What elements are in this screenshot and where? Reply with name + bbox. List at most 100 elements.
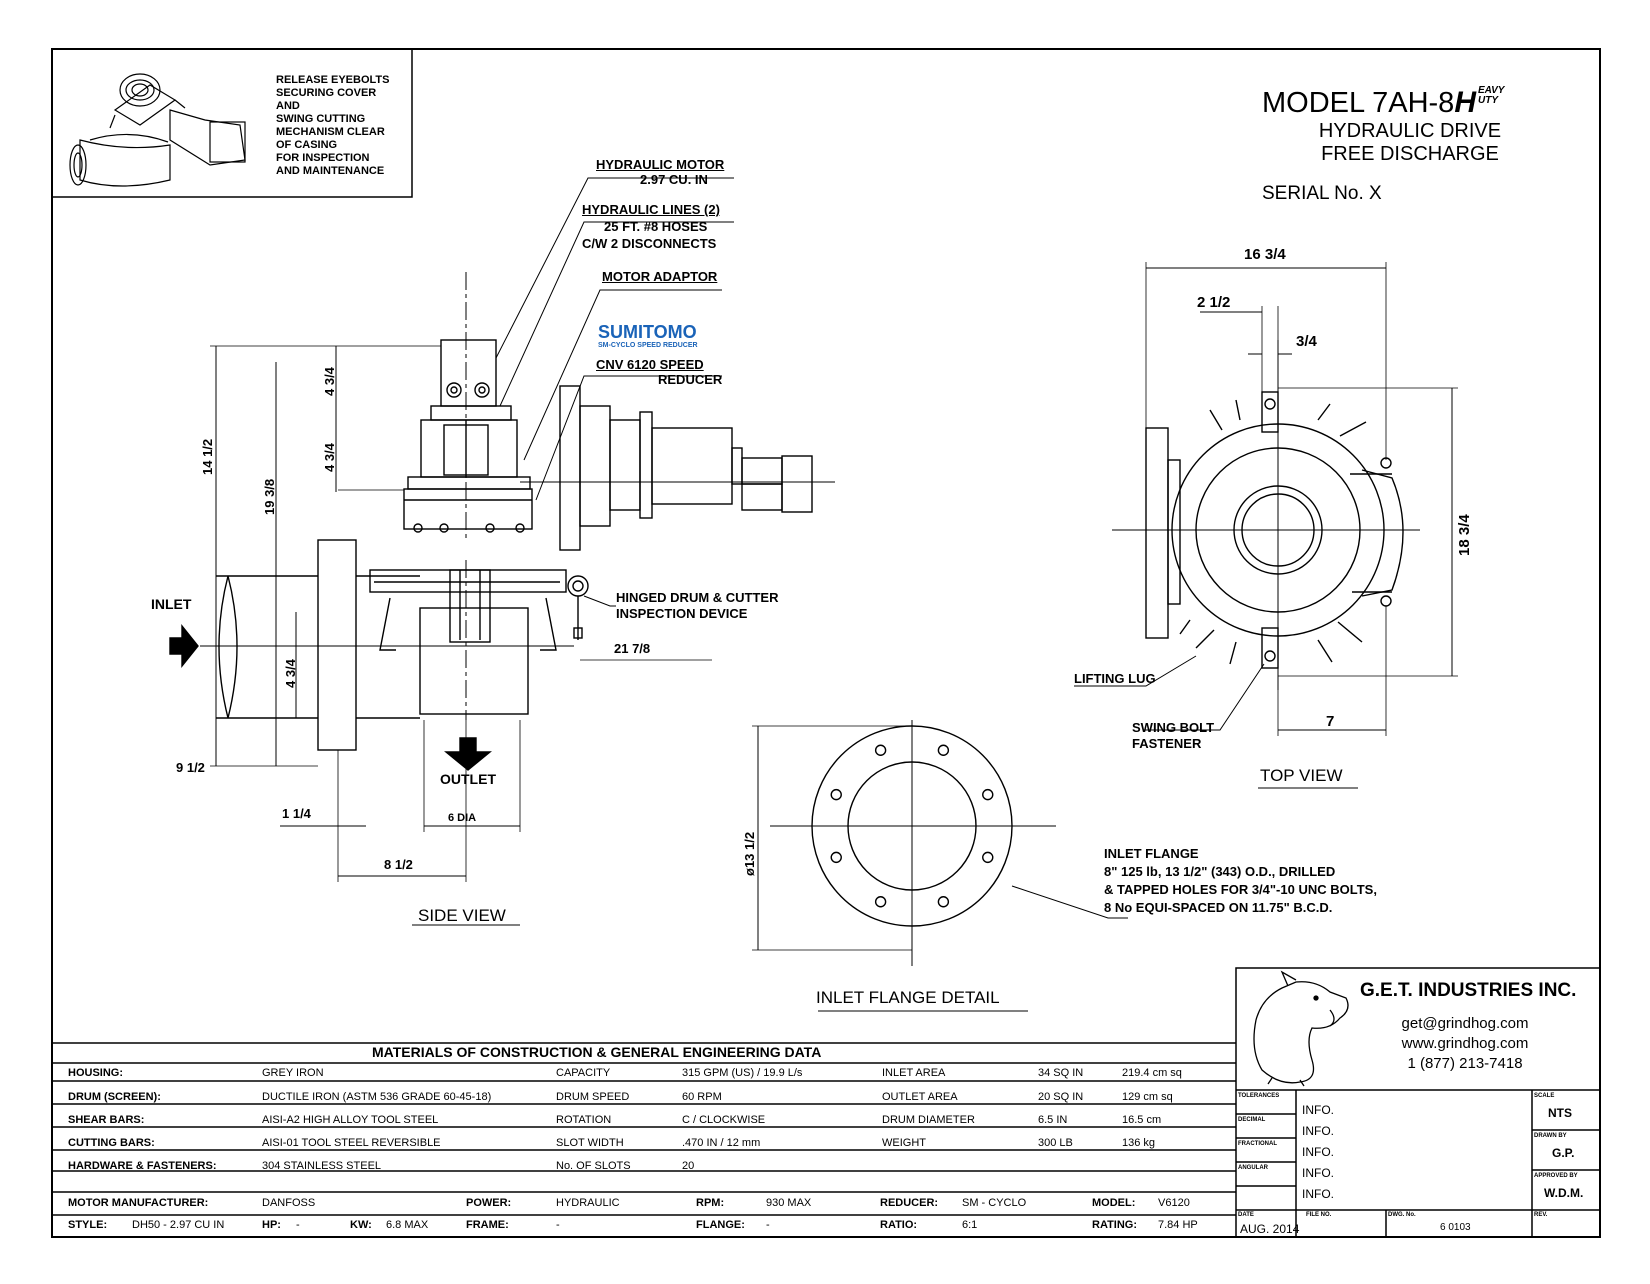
- swing-bolt-label: SWING BOLT: [1132, 720, 1215, 735]
- tolerances-label: TOLERANCES: [1238, 1093, 1280, 1099]
- note-line: RELEASE EYEBOLTS: [276, 74, 390, 86]
- materials-cell-q-v2: 136 kg: [1122, 1137, 1156, 1149]
- hinged-drum-label: HINGED DRUM & CUTTER: [616, 590, 779, 605]
- flange: -: [766, 1219, 770, 1231]
- bolt-hole: [830, 788, 842, 801]
- inlet-flange-drawing: [752, 720, 1128, 1012]
- model-label: MODEL:: [1092, 1197, 1136, 1209]
- lifting-lug-label: LIFTING LUG: [1074, 671, 1156, 686]
- materials-cell-q-v2: 219.4 cm sq: [1122, 1067, 1182, 1079]
- materials-cell-label: CUTTING BARS:: [68, 1137, 155, 1149]
- materials-cell-value: 304 STAINLESS STEEL: [262, 1160, 382, 1172]
- scale-label: SCALE: [1534, 1093, 1555, 1099]
- date-label: DATE: [1238, 1212, 1254, 1218]
- side-view-drawing: [169, 177, 835, 926]
- company-website[interactable]: www.grindhog.com: [1401, 1035, 1529, 1052]
- company-phone: 1 (877) 213-7418: [1407, 1055, 1523, 1072]
- materials-cell-q-label: INLET AREA: [882, 1067, 946, 1079]
- outlet-label: OUTLET: [440, 771, 496, 787]
- angular-label: ANGULAR: [1238, 1165, 1268, 1171]
- flange-label: FLANGE:: [696, 1219, 745, 1231]
- bolt-hole: [937, 896, 950, 908]
- flange-note-1: INLET FLANGE: [1104, 846, 1199, 861]
- company-email[interactable]: get@grindhog.com: [1401, 1015, 1529, 1032]
- materials-cell-p-value: 60 RPM: [682, 1091, 722, 1103]
- materials-cell-value: DUCTILE IRON (ASTM 536 GRADE 60-45-18): [262, 1091, 492, 1103]
- hd-mark: H: [1454, 86, 1476, 119]
- power: HYDRAULIC: [556, 1197, 620, 1209]
- materials-cell-q-v1: 6.5 IN: [1038, 1114, 1068, 1126]
- dim-19-38: 19 3/8: [262, 478, 277, 515]
- materials-cell-value: GREY IRON: [262, 1067, 324, 1079]
- outlet-arrow: [444, 737, 492, 771]
- materials-cell-p-label: No. OF SLOTS: [556, 1160, 631, 1172]
- reducer-type-label: REDUCER:: [880, 1197, 939, 1209]
- inlet-arrow: [169, 624, 199, 668]
- inspection-device-label: INSPECTION DEVICE: [616, 606, 748, 621]
- bolt-hole: [937, 744, 950, 756]
- dim-21-78: 21 7/8: [614, 641, 651, 656]
- note-line: SECURING COVER: [276, 87, 377, 99]
- motor-adaptor-label: MOTOR ADAPTOR: [602, 269, 718, 284]
- dim-3-4: 3/4: [1296, 333, 1317, 350]
- frame: -: [556, 1219, 560, 1231]
- serial-number: SERIAL No. X: [1262, 183, 1382, 204]
- materials-cell-q-v1: 20 SQ IN: [1038, 1091, 1084, 1103]
- hd-suffix-bottom: UTY: [1477, 95, 1498, 106]
- flange-od-dim: ø13 1/2: [742, 831, 757, 876]
- materials-cell-p-label: DRUM SPEED: [556, 1091, 630, 1103]
- note-line: AND: [276, 100, 300, 112]
- file-no-label: FILE NO.: [1306, 1212, 1332, 1218]
- materials-table-frame: [52, 1042, 1236, 1216]
- top-view-title: TOP VIEW: [1260, 766, 1343, 785]
- dim-4-34-low: 4 3/4: [283, 659, 298, 688]
- dim-8-12: 8 1/2: [384, 857, 413, 872]
- materials-cell-p-label: ROTATION: [556, 1114, 612, 1126]
- note-line: AND MAINTENANCE: [276, 165, 385, 177]
- rating: 7.84 HP: [1158, 1219, 1198, 1231]
- dwg-no-value: 6 0103: [1440, 1222, 1471, 1233]
- subtitle-discharge: FREE DISCHARGE: [1321, 143, 1499, 165]
- hp-label: HP:: [262, 1219, 281, 1231]
- materials-cell-value: AISI-A2 HIGH ALLOY TOOL STEEL: [262, 1114, 439, 1126]
- sumitomo-sub: SM-CYCLO SPEED REDUCER: [598, 342, 698, 349]
- sumitomo-logo: SUMITOMO: [598, 322, 697, 342]
- style: DH50 - 2.97 CU IN: [132, 1219, 225, 1231]
- bolt-hole: [982, 851, 994, 864]
- bolt-hole: [982, 788, 994, 801]
- hp: -: [296, 1219, 300, 1231]
- materials-cell-p-value: 315 GPM (US) / 19.9 L/s: [682, 1067, 803, 1079]
- hd-suffix-top: EAVY: [1477, 85, 1505, 96]
- materials-cell-p-label: SLOT WIDTH: [556, 1137, 624, 1149]
- date-value: AUG. 2014: [1240, 1222, 1300, 1236]
- materials-cell-q-v2: 129 cm sq: [1122, 1091, 1173, 1103]
- dim-14-12: 14 1/2: [200, 438, 215, 475]
- kw-label: KW:: [350, 1219, 372, 1231]
- drawn-by-label: DRAWN BY: [1534, 1133, 1567, 1139]
- scale-value: NTS: [1548, 1106, 1572, 1120]
- info-cell: INFO.: [1302, 1187, 1334, 1201]
- decimal-label: DECIMAL: [1238, 1117, 1266, 1123]
- note-line: MECHANISM CLEAR: [276, 126, 385, 138]
- bolt-hole: [874, 744, 887, 756]
- materials-cell-label: DRUM (SCREEN):: [68, 1091, 161, 1103]
- sheet-border: [51, 48, 1601, 1238]
- motor-mfr-label: MOTOR MANUFACTURER:: [68, 1197, 209, 1209]
- maintenance-note-box: [51, 48, 413, 198]
- dim-16-34: 16 3/4: [1244, 246, 1286, 263]
- dim-4-34-mid: 4 3/4: [322, 443, 337, 472]
- note-line: FOR INSPECTION: [276, 152, 370, 164]
- top-view-drawing: [1074, 262, 1458, 789]
- fastener-label: FASTENER: [1132, 736, 1202, 751]
- inlet-label: INLET: [151, 596, 192, 612]
- bolt-hole: [830, 851, 842, 864]
- materials-cell-label: HOUSING:: [68, 1067, 123, 1079]
- materials-cell-label: SHEAR BARS:: [68, 1114, 145, 1126]
- subtitle-drive: HYDRAULIC DRIVE: [1318, 120, 1502, 142]
- dim-9-12: 9 1/2: [176, 760, 205, 775]
- hydraulic-motor-label: HYDRAULIC MOTOR: [596, 157, 725, 172]
- materials-cell-q-label: DRUM DIAMETER: [882, 1114, 975, 1126]
- info-cell: INFO.: [1302, 1103, 1334, 1117]
